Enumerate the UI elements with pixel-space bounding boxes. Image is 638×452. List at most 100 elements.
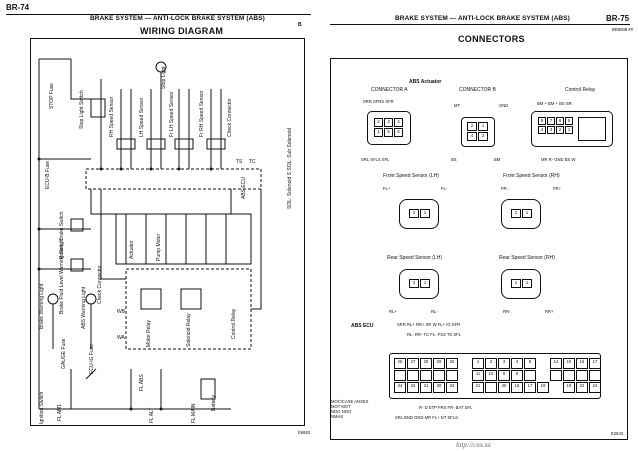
- right-page-number: BR-75: [606, 14, 630, 23]
- pin: 5: [384, 128, 393, 137]
- abs-ecu-label: ABS ECU: [241, 177, 247, 199]
- control-relay-top-pins: BM + BM + BS SR: [537, 101, 572, 106]
- abs-actuator-title: ABS Actuator: [409, 79, 442, 85]
- pin: 19: [563, 382, 575, 393]
- pin-gap: [537, 358, 549, 369]
- solenoid-relay-label: Solenoid Relay: [186, 313, 192, 347]
- pin: 6: [556, 117, 564, 125]
- control-relay-bottom-pins: MR R- GND BS W: [541, 157, 576, 162]
- pin-gap: [537, 370, 549, 381]
- rear-lh-label: Rear Speed Sensor (LH): [387, 255, 443, 261]
- pin: 2: [556, 126, 564, 134]
- brake-fluid-switch-label: Brake Fluid Level Warning Switch: [59, 239, 65, 314]
- pin: [550, 370, 562, 381]
- ts-label: TS: [236, 159, 243, 165]
- pin: 5: [524, 358, 536, 369]
- pin: 6: [394, 128, 403, 137]
- pin: 11: [472, 370, 484, 381]
- stop-light-label: Stop Light: [161, 66, 167, 89]
- fl-am1-label: FL AM1: [57, 403, 63, 421]
- wiring-diagram: STOP Fuse Stop Light Switch Stop Light E…: [30, 38, 305, 426]
- pin: [446, 370, 458, 381]
- fr-minus-label: FR-: [501, 186, 508, 191]
- connector-a-body: 2 3 4 1 5 6: [367, 111, 411, 145]
- right-header-rule: [330, 24, 630, 25]
- ecu-top-row-1: SRR RL+ RR+ SR W FL+ IG SFR: [397, 322, 461, 327]
- pin: [394, 370, 406, 381]
- pin: 10: [485, 370, 497, 381]
- pin-gap: [459, 382, 471, 393]
- connector-a-pins: 2 3 4 1 5 6: [374, 118, 403, 137]
- connector-b-mt: MT: [454, 103, 461, 108]
- pin: 27: [407, 358, 419, 369]
- pin: [524, 370, 536, 381]
- ignition-switch-label: Ignition Switch: [39, 391, 45, 424]
- pin: 1: [472, 358, 484, 369]
- pin: [420, 370, 432, 381]
- pin: [563, 370, 575, 381]
- pump-motor-label: Pump Motor: [156, 233, 162, 261]
- pin: 7: [547, 117, 555, 125]
- rh-speed-sensor-label: RH Speed Sensor: [109, 96, 115, 137]
- tc-label: TC: [249, 159, 256, 165]
- pin: [407, 370, 419, 381]
- pin: 17: [589, 358, 601, 369]
- rear-lh-connector: 2 1: [399, 269, 439, 299]
- left-page-title: WIRING DIAGRAM: [140, 26, 224, 36]
- pin: 30: [433, 382, 445, 393]
- pin-gap: [459, 358, 471, 369]
- pin-gap: [459, 370, 471, 381]
- abs-ecu-connector: 26 27 28 29 30 1 2 3 4 5 14 15 16 17 11 …: [389, 353, 601, 399]
- pin: 5: [565, 117, 573, 125]
- fl-alt-label: FL ALT: [149, 407, 155, 423]
- ecu-bottom-row-1: R- D STP FRS FR- BAT SFL: [419, 405, 473, 410]
- pin: 33: [446, 382, 458, 393]
- connector-a-bottom-pins: SRL SFLS SFL: [361, 157, 390, 162]
- check-connector-label: Check Connector: [97, 265, 103, 304]
- ecu-top-row-2: RL- RR- TC FL- FSS TS SFL: [407, 332, 462, 337]
- pin: 15: [563, 358, 575, 369]
- pin: 1: [565, 126, 573, 134]
- rear-lh-pins: 2 1: [409, 279, 430, 288]
- rr-minus-label: RR-: [503, 309, 511, 314]
- pin: 30: [498, 382, 510, 393]
- fr-lh-speed-sensor-label: Fr LH Speed Sensor: [169, 91, 175, 137]
- pin: 3: [547, 126, 555, 134]
- pin: 4: [538, 126, 546, 134]
- rear-rh-pins: 2 1: [511, 279, 532, 288]
- left-footer-code: E6683: [298, 430, 311, 435]
- motor-relay-label: Motor Relay: [146, 320, 152, 347]
- pin: 8: [511, 370, 523, 381]
- connector-b-gnd: GND: [499, 103, 509, 108]
- pin: 18: [537, 382, 549, 393]
- right-footer-code: E2843: [611, 431, 624, 436]
- pin: [433, 370, 445, 381]
- connector-b-bm: BM: [494, 157, 501, 162]
- pin: 31: [420, 382, 432, 393]
- rear-rh-connector: 2 1: [501, 269, 541, 299]
- front-rh-connector: 2 1: [501, 199, 541, 229]
- stop-light-switch-label: Stop Light Switch: [79, 90, 85, 129]
- fl-main-label: FL MAIN: [191, 403, 197, 423]
- pin: 2: [511, 279, 521, 288]
- ecu-bottom-row-2: SRL BND GND MR FL+ NT SFLS: [395, 415, 458, 420]
- wa-label: WA: [117, 335, 125, 341]
- pin: 3: [498, 358, 510, 369]
- rear-rh-label: Rear Speed Sensor (RH): [499, 255, 555, 261]
- pin: 2: [409, 279, 419, 288]
- pin: 14: [550, 358, 562, 369]
- rl-minus-label: RL-: [431, 309, 438, 314]
- pin: [576, 370, 588, 381]
- fl-minus-label: FL-: [441, 186, 448, 191]
- front-rh-pins: 2 1: [511, 209, 532, 218]
- lh-speed-sensor-label: LH Speed Sensor: [139, 97, 145, 137]
- front-lh-label: Front Speed Sensor (LH): [383, 173, 439, 179]
- fl-plus-label: FL+: [383, 186, 391, 191]
- pin: 1: [420, 279, 430, 288]
- ecu-b-fuse-label: ECU-B Fuse: [45, 160, 51, 189]
- stop-fuse-label: STOP Fuse: [49, 83, 55, 109]
- connector-a-top-pins: SRR SFRS SFR: [363, 99, 394, 104]
- rl-plus-label: RL+: [389, 309, 397, 314]
- left-page-number: BR-74: [6, 3, 30, 12]
- front-lh-connector: 2 1: [399, 199, 439, 229]
